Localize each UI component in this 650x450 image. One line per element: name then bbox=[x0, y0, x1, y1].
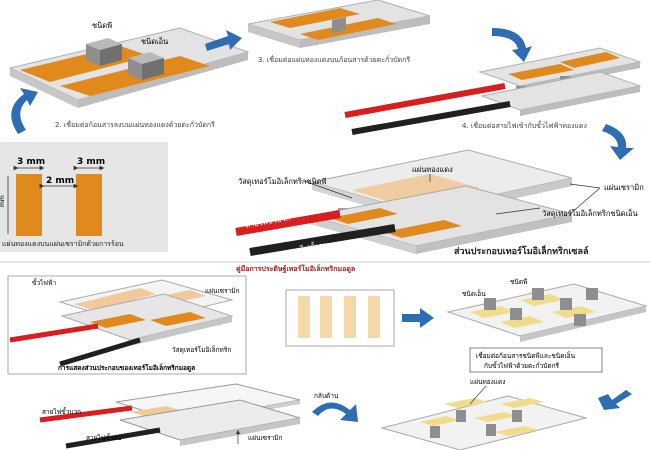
step4-caption: 4. เชื่อมต่อสายไฟเข้ากับขั้วไฟฟ้าทองแดง bbox=[462, 119, 587, 130]
arrow-module-down bbox=[598, 390, 632, 410]
step4-wires bbox=[344, 83, 511, 135]
step1-ptype-label: ชนิดพี bbox=[92, 21, 112, 30]
dimension-width-b: 3 mm bbox=[77, 157, 105, 167]
module-right-array bbox=[446, 283, 648, 342]
assembly-leader-lines bbox=[303, 174, 601, 215]
module-right-caption-line2: กับขั้วไฟฟ้าด้วยตะกั่วบัดกรี bbox=[484, 361, 560, 370]
step1-n-cube bbox=[128, 52, 164, 80]
arrow-curved-left bbox=[11, 88, 39, 134]
arrow-step4-down bbox=[602, 124, 634, 160]
step3-plate bbox=[247, 0, 431, 48]
module-left-caption: การแสดงส่วนประกอบของเทอร์โมอิเล็กทริกมอด… bbox=[58, 363, 195, 373]
module-bottom-right-array bbox=[380, 395, 588, 450]
module-bottom-copper-leader bbox=[469, 385, 487, 405]
module-right-electrode-frame bbox=[285, 289, 395, 347]
assembly-wires bbox=[235, 210, 396, 256]
step1-ntype-label: ชนิดเอ็น bbox=[141, 36, 168, 46]
flip-arrow bbox=[312, 402, 358, 422]
module-bottom-ceramic-label: แผ่นเซรามิก bbox=[248, 434, 283, 442]
dimension-caption: แผ่นทองแดงบนแผ่นเซรามิกด้วยการร้อน bbox=[2, 240, 124, 248]
module-left-material-label: วัสดุเทอร์โมอิเล็กทริก bbox=[172, 345, 231, 354]
step2-caption: 2. เชื่อมต่อก้อนสารลงบนแผ่นทองแดงด้วยตะก… bbox=[55, 120, 215, 129]
step1-p-cube bbox=[86, 38, 122, 66]
assembly-ceramic-label: แผ่นเซรามิก bbox=[604, 183, 644, 192]
assembly-p-material-label: วัสดุเทอร์โมอิเล็กทริกชนิดพี bbox=[238, 176, 326, 186]
module-title: คู่มือการประดิษฐ์เทอร์โมอิเล็กทริกมอดูล bbox=[236, 264, 355, 274]
dimension-side-label: mm bbox=[0, 195, 6, 207]
arrow-step1-to-3 bbox=[205, 30, 242, 51]
module-right-ptype-label: ชนิดพี bbox=[510, 278, 527, 286]
assembly-n-material-label: วัสดุเทอร์โมอิเล็กทริกชนิดเอ็น bbox=[542, 208, 638, 218]
module-left-electrode-label: ขั้วไฟฟ้า bbox=[32, 278, 57, 287]
arrow-module-right bbox=[402, 308, 434, 328]
dimension-width-a: 3 mm bbox=[17, 157, 45, 167]
module-bottom-left-wires bbox=[39, 405, 161, 449]
module-bottom-wire-neg-label: สายไฟขั้วลบ bbox=[86, 433, 122, 442]
module-right-caption-line1: เชื่อมต่อก้อนสารชนิดพีและชนิดเอ็น bbox=[476, 351, 576, 360]
module-right-caption-box bbox=[469, 347, 603, 373]
arrow-step3-to-4 bbox=[492, 28, 532, 62]
assembly-copper-plate-label: แผ่นทองแดง bbox=[412, 165, 453, 174]
module-left-wires bbox=[9, 323, 141, 367]
module-left-ceramic-label: แผ่นเซรามิก bbox=[205, 287, 240, 295]
step3-caption: 3. เชื่อมต่อแผ่นทองแดงบนก้อนสารด้วยตะกั่… bbox=[258, 55, 410, 64]
dimension-gap: 2 mm bbox=[46, 176, 74, 186]
module-left-plates bbox=[58, 279, 234, 346]
module-bottom-copper-label: แผ่นทองแดง bbox=[470, 378, 505, 386]
dimension-panel bbox=[0, 142, 168, 252]
module-bottom-flip-label: กลับด้าน bbox=[314, 392, 339, 400]
assembly-title: ส่วนประกอบเทอร์โมอิเล็กทริกเซลล์ bbox=[454, 244, 589, 257]
module-left-frame bbox=[7, 275, 247, 375]
module-bottom-wire-pos-label: สายไฟขั้วบวก bbox=[42, 407, 81, 416]
step4-sandwich bbox=[478, 47, 642, 116]
module-right-ntype-label: ชนิดเอ็น bbox=[462, 289, 486, 298]
